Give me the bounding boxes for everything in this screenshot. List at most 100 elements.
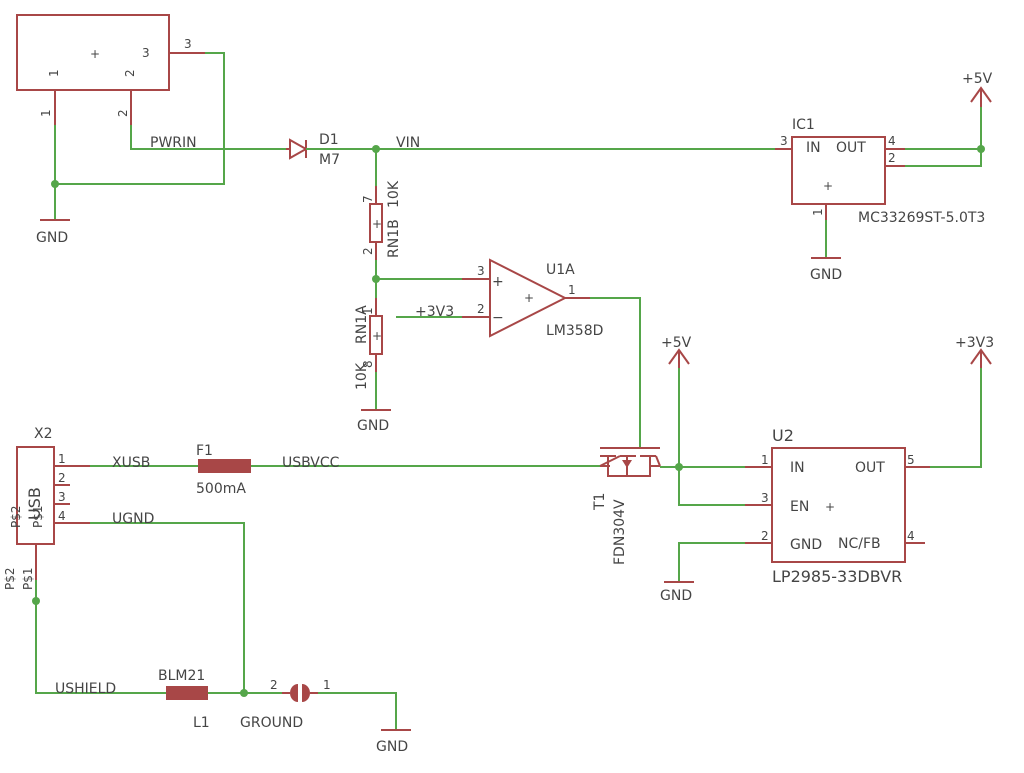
opamp-plus-input: + [492,274,504,290]
opamp-pin1: 1 [568,283,576,297]
ic1-pin2-num: 2 [888,151,896,165]
mosfet-name: T1 [592,493,608,511]
wires-top-connector [51,52,286,220]
regulator-u2[interactable]: U2 IN OUT EN GND NC/FB + 1 3 2 5 4 LP298… [745,426,930,586]
supply-5v-mid-label: +5V [661,335,692,351]
connector-pin2-label: 2 [123,69,137,77]
wire-opamp-out [590,297,641,448]
jumper-ground[interactable]: 2 1 GROUND [240,678,331,731]
gnd-label-4: GND [660,588,692,604]
u2-plus-mark: + [825,500,835,514]
resistor-rn1b[interactable]: + 7 2 RN1B 10K [361,180,402,260]
wire-u2-out [930,368,982,468]
u2-pin-ncfb: NC/FB [838,536,881,552]
inductor-value: BLM21 [158,668,205,684]
gnd-label-3: GND [357,418,389,434]
ic1-name: IC1 [792,117,815,133]
gnd-symbol-1: GND [36,219,70,246]
opamp-value: LM358D [546,323,603,339]
rn1b-pin2: 2 [361,247,375,255]
usb-ps2-outer: P$2 [3,567,17,590]
wires-ic1 [825,107,985,258]
supply-3v3-right-label: +3V3 [955,335,994,351]
opamp-u1a[interactable]: + − + 3 2 1 U1A LM358D [462,258,603,339]
rn1b-name: RN1B [386,219,402,258]
usb-pin1: 1 [58,452,66,466]
u2-pin3: 3 [761,491,769,505]
opamp-minus-input: − [492,310,504,326]
u2-pin-en: EN [790,499,809,515]
rn1b-value: 10K [386,180,402,208]
supply-5v-top: +5V [962,71,993,107]
net-label-pwrin: PWRIN [150,135,197,151]
ic1-pin-in: IN [806,140,821,156]
usb-label: USB [25,487,44,520]
jumper-pin2: 2 [270,678,278,692]
jumper-name: GROUND [240,715,303,731]
fuse-f1[interactable]: F1 500mA [196,443,251,497]
mosfet-t1[interactable]: T1 FDN304V [592,447,661,565]
regulator-ic1[interactable]: IC1 IN OUT + 3 4 2 1 MC33269ST-5.0T3 [775,117,985,226]
inductor-l1[interactable]: BLM21 L1 [158,668,210,731]
gnd-symbol-5: GND [376,729,411,755]
ic1-value: MC33269ST-5.0T3 [858,210,985,226]
gnd-label-2: GND [810,267,842,283]
usb-connector-x2[interactable]: X2 USB 1 2 3 4 P$2 P$1 P$2 P$1 [3,426,90,590]
u2-pin2: 2 [761,529,769,543]
usb-name: X2 [34,426,53,442]
connector-plus-mark: + [90,47,100,61]
supply-3v3-label-local: +3V3 [415,304,454,320]
net-label-usbvcc: USBVCC [282,455,340,471]
net-label-xusb: XUSB [112,455,150,471]
resistor-rn1a[interactable]: + 1 8 RN1A 10K [354,298,383,390]
connector-pin1-label: 1 [47,69,61,77]
connector-pin2-outer: 2 [116,109,130,117]
gnd-label-1: GND [36,230,68,246]
usb-ps2-inner: P$2 [9,505,23,528]
ic1-pin1-num: 1 [811,208,825,216]
usb-ps1-outer: P$1 [21,567,35,590]
wire-jumper-gnd [318,692,397,730]
fuse-value: 500mA [196,481,246,497]
u2-pin5: 5 [907,453,915,467]
usb-pin3: 3 [58,490,66,504]
power-connector[interactable]: + 3 1 2 1 2 3 [16,14,205,125]
u2-name: U2 [772,426,794,445]
supply-5v-mid: +5V [661,335,692,368]
mosfet-value: FDN304V [612,499,628,565]
ic1-pin3-num: 3 [780,134,788,148]
rn1a-value: 10K [354,362,370,390]
connector-pin3-outer: 3 [184,37,192,51]
rn1a-pin1: 1 [361,307,375,315]
u2-pin-gnd: GND [790,537,822,553]
ic1-pin-out: OUT [836,140,866,156]
u2-pin-out: OUT [855,460,885,476]
opamp-pin3: 3 [477,264,485,278]
ic1-pin4-num: 4 [888,134,896,148]
wires-u2-input [660,368,745,582]
net-label-ugnd: UGND [112,511,154,527]
wire-vin [306,145,775,186]
net-label-ushield: USHIELD [55,681,116,697]
wires-usb [32,465,600,697]
connector-pin1-outer: 1 [39,109,53,117]
u2-pin4: 4 [907,529,915,543]
rn1b-plus-mark: + [372,217,382,231]
connector-pin3-label: 3 [142,46,150,60]
diode-d1[interactable]: D1 M7 [286,132,340,168]
usb-ps1-inner: P$1 [31,505,45,528]
u2-pin1: 1 [761,453,769,467]
opamp-name: U1A [546,262,575,278]
rn1a-pin8: 8 [361,360,375,368]
net-label-vin: VIN [396,135,420,151]
rn1a-name: RN1A [354,305,370,344]
supply-3v3-right: +3V3 [955,335,994,368]
u2-value: LP2985-33DBVR [772,567,902,586]
wires-rn1 [372,260,462,318]
usb-pin4: 4 [58,509,66,523]
gnd-symbol-4: GND [660,581,694,604]
usb-pin2: 2 [58,471,66,485]
supply-5v-top-label: +5V [962,71,993,87]
gnd-symbol-3: GND [357,372,391,434]
